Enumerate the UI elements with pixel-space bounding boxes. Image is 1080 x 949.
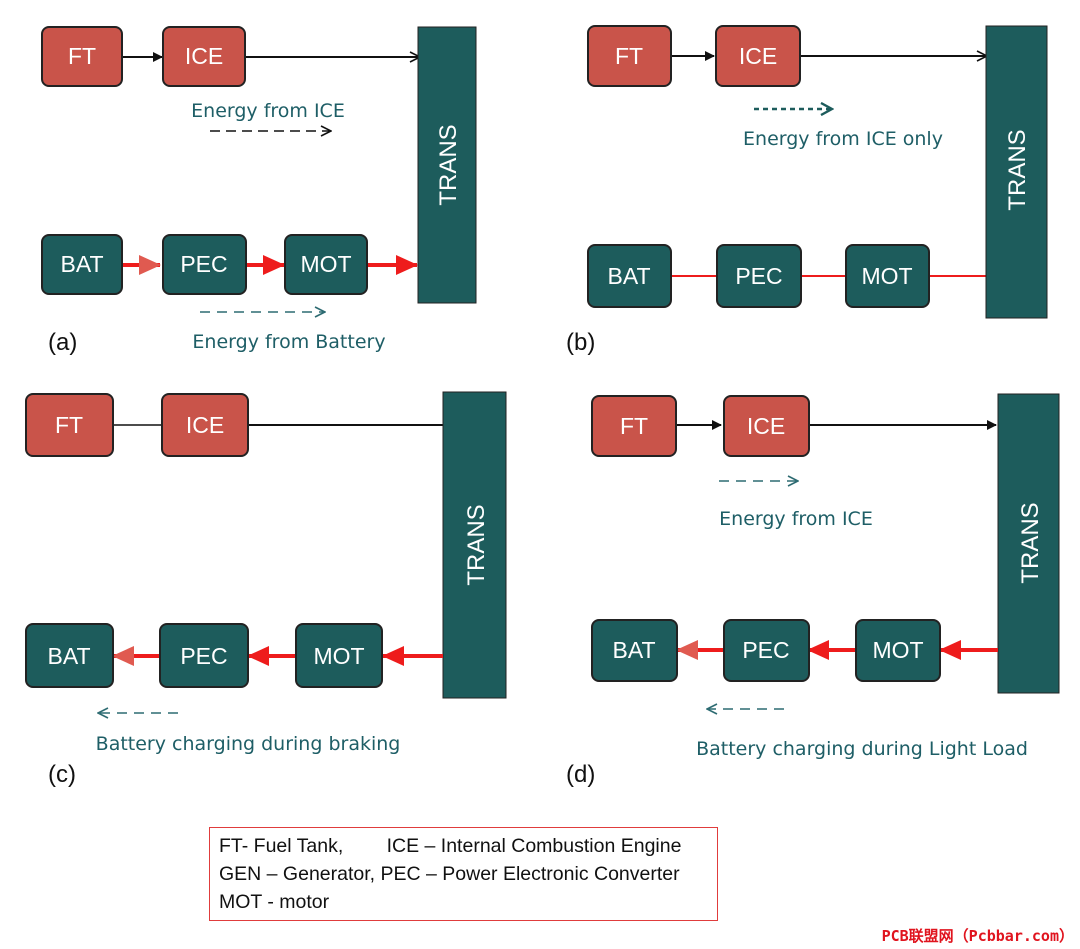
mot-block-label: MOT — [872, 637, 923, 663]
pec-block — [723, 619, 810, 682]
legend-line-3: MOT - motor — [219, 891, 330, 913]
ice-block — [162, 26, 246, 87]
panel-label-c: (c) — [48, 761, 76, 788]
caption-battery-charging-braking: Battery charging during braking — [96, 733, 401, 755]
mot-block — [855, 619, 941, 682]
bat-block-label: BAT — [607, 263, 650, 289]
panel-label-d: (d) — [566, 761, 595, 788]
ice-block-label: ICE — [185, 43, 223, 69]
legend-line-2: GEN – Generator, PEC – Power Electronic … — [219, 863, 680, 885]
bat-block — [591, 619, 678, 682]
ft-block — [41, 26, 123, 87]
caption-energy-from-ice-only: Energy from ICE only — [743, 128, 943, 150]
pec-block — [162, 234, 247, 295]
ice-block — [161, 393, 249, 457]
bat-block-label: BAT — [47, 643, 90, 669]
panel-d: FT ICE Energy from ICE TRANS BAT PEC MOT… — [566, 393, 1060, 788]
panel-label-b: (b) — [566, 329, 595, 356]
trans-block — [417, 26, 477, 304]
caption-battery-charging-light-load: Battery charging during Light Load — [696, 738, 1028, 760]
mot-block — [295, 623, 383, 688]
pec-block — [716, 244, 802, 308]
ft-block-label: FT — [620, 413, 648, 439]
ice-block-label: ICE — [747, 413, 785, 439]
bat-block — [41, 234, 123, 295]
mot-block — [845, 244, 930, 308]
pec-block-label: PEC — [735, 263, 782, 289]
pec-block-label: PEC — [742, 637, 789, 663]
ft-block — [587, 25, 672, 87]
pec-block — [159, 623, 249, 688]
bat-block — [587, 244, 672, 308]
trans-block — [997, 393, 1060, 694]
ft-block — [25, 393, 114, 457]
trans-block-label: TRANS — [463, 504, 490, 585]
trans-block — [442, 391, 507, 699]
bat-block-label: BAT — [612, 637, 655, 663]
caption-energy-from-ice: Energy from ICE — [191, 100, 345, 122]
trans-block-label: TRANS — [1017, 502, 1044, 583]
pec-block-label: PEC — [180, 643, 227, 669]
legend-line-1: FT- Fuel Tank, ICE – Internal Combustion… — [219, 835, 682, 857]
caption-energy-from-ice: Energy from ICE — [719, 508, 873, 530]
ft-block-label: FT — [68, 43, 96, 69]
panel-a: FT ICE Energy from ICE BAT PEC MOT TRANS… — [41, 26, 477, 356]
site-watermark: PCB联盟网（Pcbbar.com） — [881, 927, 1074, 945]
mot-block — [284, 234, 368, 295]
ice-block — [723, 395, 810, 457]
bat-block — [25, 623, 114, 688]
trans-block-label: TRANS — [435, 124, 462, 205]
trans-block-label: TRANS — [1004, 129, 1031, 210]
mot-block-label: MOT — [313, 643, 364, 669]
pec-block-label: PEC — [180, 251, 227, 277]
ft-block-label: FT — [55, 412, 83, 438]
ice-block-label: ICE — [739, 43, 777, 69]
abbreviation-legend: FT- Fuel Tank, ICE – Internal Combustion… — [209, 827, 718, 921]
bat-block-label: BAT — [60, 251, 103, 277]
ice-block-label: ICE — [186, 412, 224, 438]
mot-block-label: MOT — [861, 263, 912, 289]
panel-b: FT ICE Energy from ICE only BAT PEC MOT … — [566, 25, 1048, 356]
caption-energy-from-battery: Energy from Battery — [192, 331, 385, 353]
ice-block — [715, 25, 801, 87]
trans-block — [985, 25, 1048, 319]
ft-block — [591, 395, 677, 457]
ft-block-label: FT — [615, 43, 643, 69]
panel-c: FT ICE TRANS BAT PEC MOT Battery chargin… — [25, 391, 507, 788]
mot-block-label: MOT — [300, 251, 351, 277]
panel-label-a: (a) — [48, 329, 77, 356]
